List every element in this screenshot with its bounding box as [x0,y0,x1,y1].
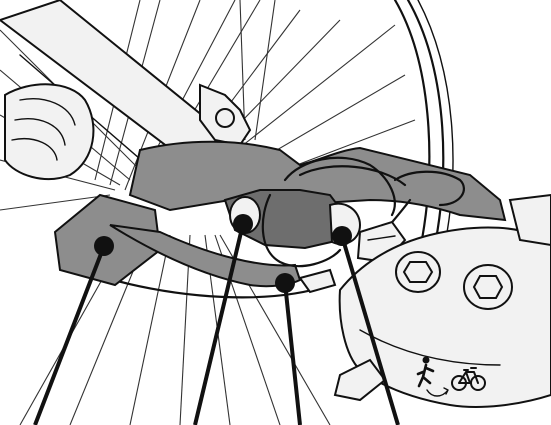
callout-dot-strap [94,236,114,256]
cassette [5,84,93,179]
bolt-left [396,252,440,292]
callout-dot-clip [332,226,352,246]
wheel-rim [395,0,453,258]
mount-bracket [335,195,551,407]
callout-dot-buckle [233,214,253,234]
callout-dot-ring [275,273,295,293]
leader-ring [285,283,300,425]
bolt-right [464,265,512,309]
